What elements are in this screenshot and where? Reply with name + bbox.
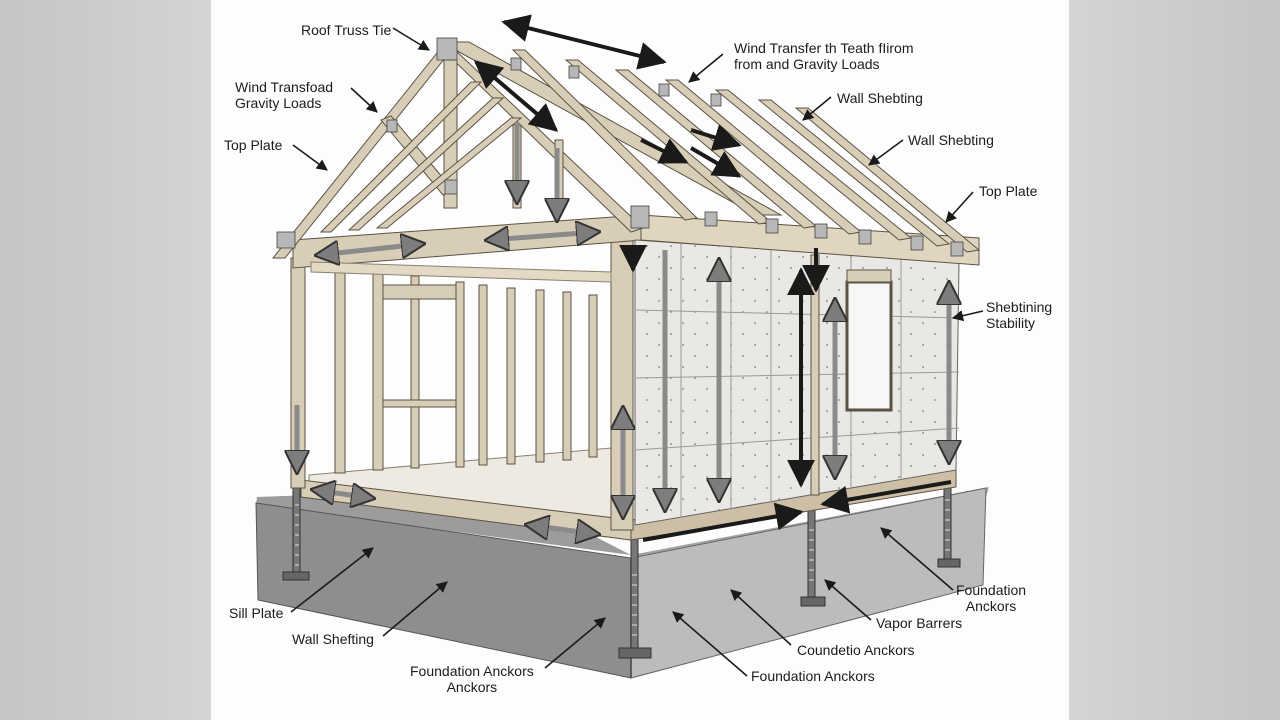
label-line: Wind Transfer th Teath fIirom [734,40,914,56]
label-roof-truss-tie: Roof Truss Tie [301,22,392,38]
label-line: Foundation [956,582,1027,598]
load-path-arrows-dark [473,60,952,542]
label-wall-shebting-2: Wall Shebting [908,132,994,148]
house-framing-illustration [255,14,989,679]
window-opening [845,280,893,412]
anchor-bolts [282,477,961,659]
diagram-canvas: Roof Truss Tie Wind Transfer th Teath fI… [211,0,1069,720]
wall-stud [810,254,820,496]
label-foundation-anckors-left: Foundation Anckors Anckors [410,663,534,695]
label-top-plate-left: Top Plate [224,137,283,153]
label-vapor-barrers: Vapor Barrers [876,615,963,631]
label-wind-transfoad: Wind Transfoad Gravity Loads [235,79,333,111]
label-line: Anckors [965,598,1017,614]
window-sill [382,399,457,408]
label-line: from and Gravity Loads [734,56,880,72]
label-wind-transfer-gravity: Wind Transfer th Teath fIirom from and G… [734,40,913,72]
top-plate-left [292,214,644,269]
label-top-plate-right: Top Plate [979,183,1038,199]
label-foundation-anckors-bottom: Foundation Anckors [751,668,875,684]
right-backdrop [1069,0,1280,720]
label-line: Stability [986,315,1036,331]
top-plate-inner [310,261,612,283]
label-line: Anckors [446,679,498,695]
left-backdrop [0,0,211,720]
label-wall-shebting-1: Wall Shebting [837,90,923,106]
anchor-bolt [800,499,826,607]
label-line: Wind Transfoad [235,79,334,95]
window-header [382,284,457,300]
label-wall-shefting: Wall Shefting [292,631,374,647]
label-coundetio-anckors: Coundetio Anckors [797,642,915,658]
callout-leaders [290,14,984,677]
label-foundation-anckors-right: Foundation Anckors [956,582,1026,614]
label-line: Gravity Loads [235,95,322,111]
label-line: Foundation Anckors [410,663,534,679]
roof-trusses [271,41,981,259]
label-shebtining-stability: Shebtining Stability [986,299,1052,331]
load-path-arrows [297,122,949,534]
anchor-bolt [618,531,652,659]
label-line: Shebtining [986,299,1053,315]
label-sill-plate: Sill Plate [229,605,284,621]
